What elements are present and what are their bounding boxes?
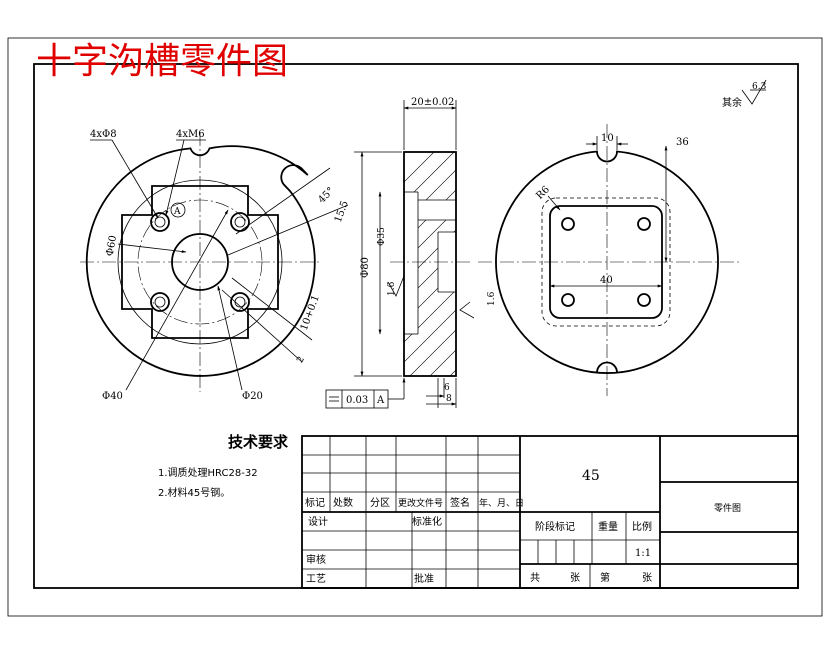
right-outer-profile <box>495 150 719 374</box>
right-dim-36: 36 <box>676 137 689 148</box>
flatness-value: 0.03 <box>346 395 368 406</box>
drawing-title: 十字沟槽零件图 <box>36 41 288 82</box>
weight-label: 重量 <box>598 520 618 533</box>
angle-label: 45° <box>316 185 336 205</box>
title-block: 45 零件图 标记 处数 分区 更改文件号 签名 年、月、日 设计 标准化 审核… <box>301 435 799 589</box>
holes-label: 4xΦ8 <box>90 129 117 140</box>
rough-left-label: 1.6 <box>387 281 397 296</box>
outer-border <box>7 37 823 617</box>
drawing-name-cell: 零件图 <box>714 502 741 514</box>
section-view: 20±0.02 Φ80 Φ35 1.6 1.6 6 8 0.03 A <box>325 97 497 409</box>
width-tol-label: 20±0.02 <box>411 97 454 108</box>
tech-heading: 技术要求 <box>228 433 289 451</box>
hdr-date: 年、月、日 <box>479 497 524 509</box>
stage-mark-label: 阶段标记 <box>535 520 575 533</box>
sheet-no-label: 第 <box>600 571 610 584</box>
dia-60-label: Φ60 <box>105 235 119 258</box>
right-dim-40: 40 <box>600 275 613 286</box>
right-view: 10 36 R6 40 <box>478 124 740 396</box>
hdr-signature: 签名 <box>450 496 470 509</box>
right-r6: R6 <box>534 184 552 202</box>
approve-label: 批准 <box>414 572 434 585</box>
tech-requirements: 技术要求 1.调质处理HRC28-32 2.材料45号钢。 <box>158 433 289 499</box>
front-outer-profile <box>85 145 316 377</box>
roughness-rest: 6.3 其余 <box>722 79 767 109</box>
dia-80-label: Φ80 <box>360 257 371 278</box>
scale-value: 1:1 <box>635 548 651 559</box>
dim-15-5-label: 15.5 <box>333 199 351 224</box>
square-pocket <box>549 205 663 319</box>
sheet-unit-label: 张 <box>570 572 580 584</box>
dia-35-label: Φ35 <box>377 227 387 246</box>
dia-40-label: Φ40 <box>102 391 123 402</box>
rough-rest-label: 其余 <box>722 96 742 109</box>
dim-6-label: 6 <box>444 383 450 393</box>
front-view: A 4xΦ8 4xM6 Φ60 Φ40 Φ20 45° 15.5 10+0.1 … <box>80 129 351 402</box>
flatness-datum: A <box>376 395 385 406</box>
thread-label: 4xM6 <box>176 129 205 140</box>
total-label: 共 <box>530 572 540 584</box>
sheet-unit2-label: 张 <box>642 572 652 584</box>
datum-letter: A <box>173 207 181 217</box>
rough-rest-value: 6.3 <box>752 82 767 92</box>
standardize-label: 标准化 <box>412 515 442 528</box>
section-outline <box>403 151 457 377</box>
dim-2-label: 2 <box>295 355 307 365</box>
tech-item-2: 2.材料45号钢。 <box>158 486 230 499</box>
process-label: 工艺 <box>306 573 326 585</box>
review-label: 审核 <box>306 553 326 566</box>
hdr-count: 处数 <box>333 496 353 509</box>
material-cell: 45 <box>582 468 600 484</box>
tech-item-1: 1.调质处理HRC28-32 <box>158 467 258 479</box>
dia-20-label: Φ20 <box>242 391 263 402</box>
hdr-change-doc: 更改文件号 <box>398 497 443 509</box>
scale-label: 比例 <box>632 520 652 533</box>
dim-8-label: 8 <box>446 394 452 404</box>
hdr-mark: 标记 <box>305 497 325 509</box>
design-label: 设计 <box>308 515 328 528</box>
cross-groove <box>121 185 279 339</box>
right-dim-10: 10 <box>601 133 614 144</box>
rough-right-label: 1.6 <box>487 291 497 306</box>
hdr-zone: 分区 <box>370 497 390 509</box>
